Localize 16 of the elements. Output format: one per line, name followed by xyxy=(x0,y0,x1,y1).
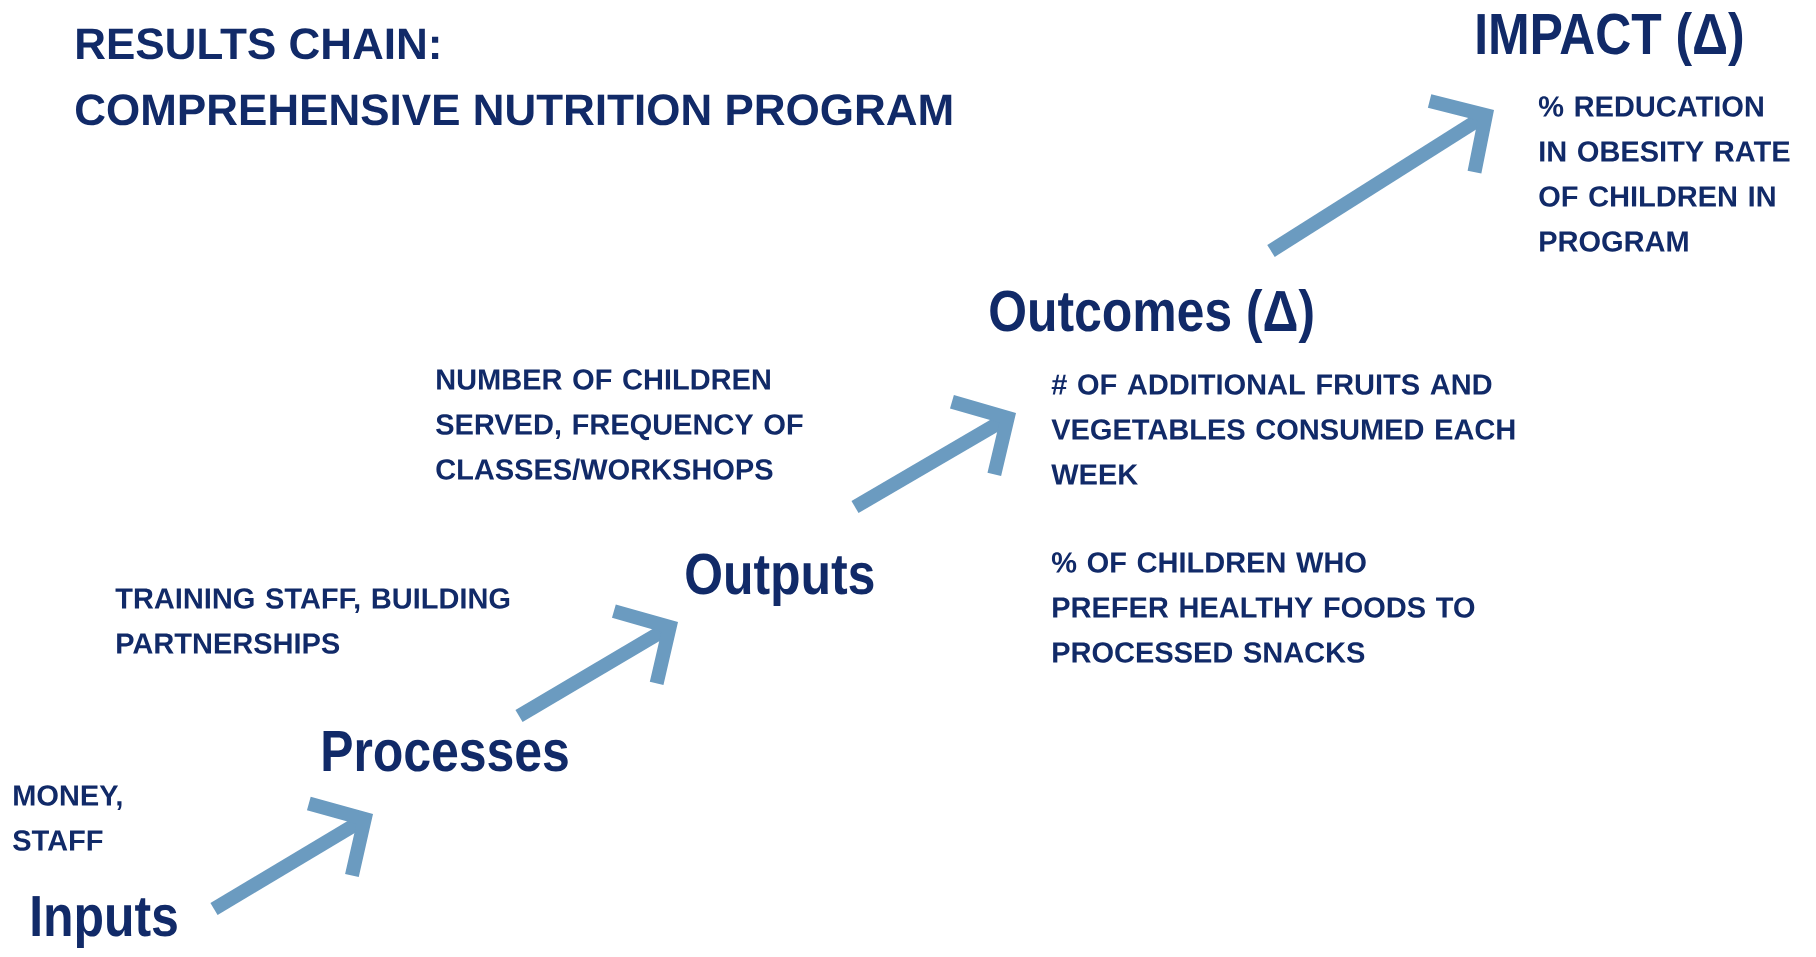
stage-description: TRAINING STAFF, BUILDING PARTNERSHIPS xyxy=(115,588,510,654)
stage-description: NUMBER OF CHILDREN SERVED, FREQUENCY OF CLASSES/WORKSHOPS xyxy=(436,369,803,480)
arrow xyxy=(515,604,678,722)
stage-description: MONEY, STAFF xyxy=(13,785,122,851)
stage-label: Processes xyxy=(323,731,568,772)
arrow xyxy=(851,395,1016,514)
stage-description: % REDUCATION IN OBESITY RATE OF CHILDREN IN PROGRAM xyxy=(1538,96,1790,252)
title: RESULTS CHAIN: COMPREHENSIVE NUTRITION PROGRAM xyxy=(76,28,952,126)
stage-label: IMPACT (Δ) xyxy=(1477,11,1743,66)
stage-label: Outputs xyxy=(686,553,874,606)
stage-label: Inputs xyxy=(32,896,177,949)
stage-description: # OF ADDITIONAL FRUITS AND VEGETABLES CONSUMED EACH WEEK xyxy=(1051,374,1515,485)
stage-label: Outcomes (Δ) xyxy=(990,288,1313,344)
arrow xyxy=(1267,94,1494,257)
arrow xyxy=(210,796,373,915)
stage-description: % OF CHILDREN WHO PREFER HEALTHY FOODS TO PROCESSED SNACKS xyxy=(1051,552,1475,663)
